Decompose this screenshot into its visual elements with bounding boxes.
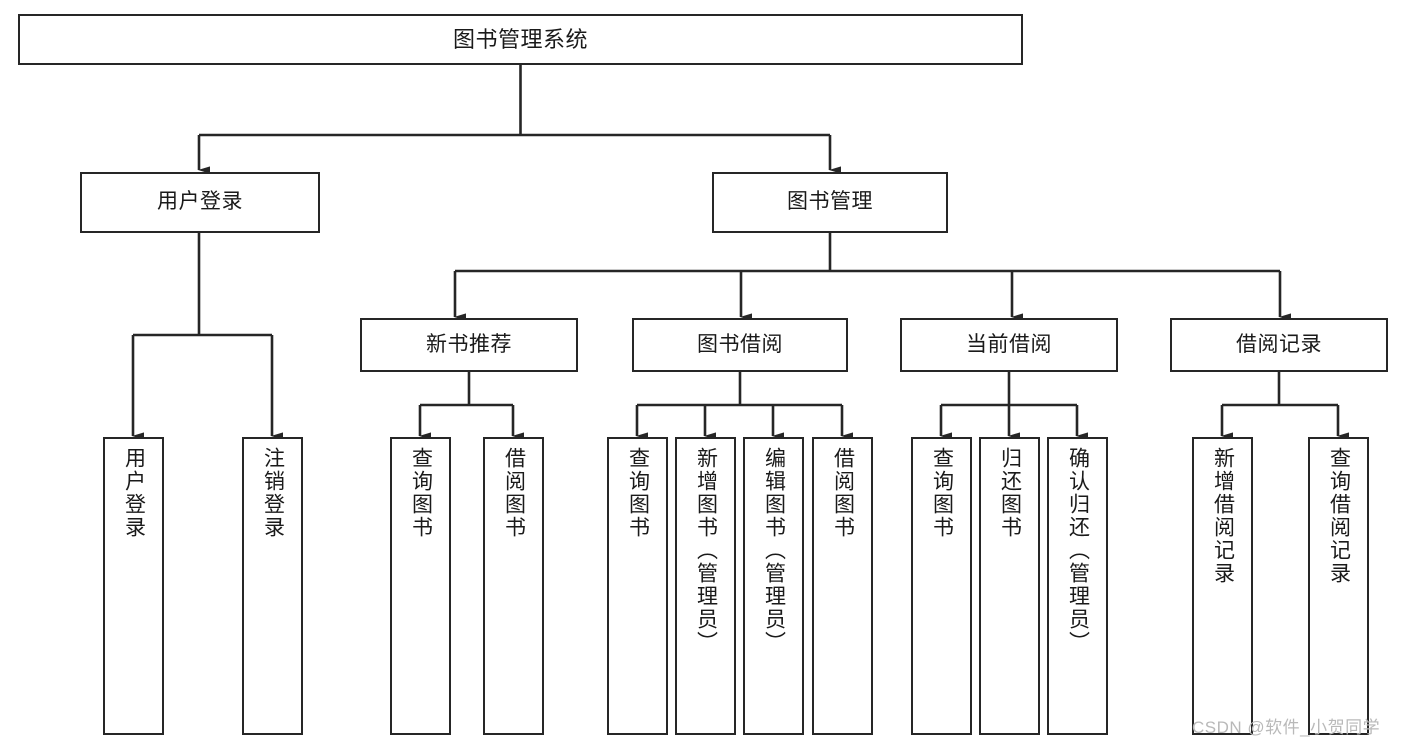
node-label: 新增图书（管理员） [694,447,718,654]
node-label: 查询图书 [409,447,433,539]
node-label: 查询图书 [930,447,954,539]
node-new-book-recommend[interactable]: 新书推荐 [360,318,578,372]
node-label: 编辑图书（管理员） [762,447,786,654]
leaf-logout[interactable]: 注销登录 [242,437,303,735]
csdn-watermark: CSDN @软件_小贺同学 [1192,718,1381,737]
leaf-return-book[interactable]: 归还图书 [979,437,1040,735]
node-book-borrow[interactable]: 图书借阅 [632,318,848,372]
leaf-user-login[interactable]: 用户登录 [103,437,164,735]
leaf-query-book-borrow[interactable]: 查询图书 [607,437,668,735]
node-label: 新增借阅记录 [1211,447,1235,585]
node-label: 借阅记录 [1236,332,1322,356]
node-label: 图书管理 [787,190,873,214]
leaf-add-borrow-record[interactable]: 新增借阅记录 [1192,437,1253,735]
node-label: 图书借阅 [697,332,783,356]
node-label: 借阅图书 [502,447,526,539]
node-label: 确认归还（管理员） [1066,447,1090,654]
node-label: 新书推荐 [426,332,512,356]
node-user-login[interactable]: 用户登录 [80,172,320,233]
leaf-add-book-admin[interactable]: 新增图书（管理员） [675,437,736,735]
leaf-borrow-book[interactable]: 借阅图书 [812,437,873,735]
leaf-edit-book-admin[interactable]: 编辑图书（管理员） [743,437,804,735]
leaf-query-book-recommend[interactable]: 查询图书 [390,437,451,735]
node-current-borrow[interactable]: 当前借阅 [900,318,1118,372]
node-root-book-management-system[interactable]: 图书管理系统 [18,14,1023,65]
node-label: 用户登录 [157,190,243,214]
node-label: 用户登录 [122,447,146,539]
node-label: 当前借阅 [966,332,1052,356]
node-borrow-record[interactable]: 借阅记录 [1170,318,1388,372]
node-label: 查询借阅记录 [1327,447,1351,585]
leaf-confirm-return-admin[interactable]: 确认归还（管理员） [1047,437,1108,735]
leaf-query-borrow-record[interactable]: 查询借阅记录 [1308,437,1369,735]
node-book-management[interactable]: 图书管理 [712,172,948,233]
node-label: 查询图书 [626,447,650,539]
node-label: 图书管理系统 [452,26,588,52]
node-label: 归还图书 [998,447,1022,539]
node-label: 注销登录 [261,447,285,539]
node-label: 借阅图书 [831,447,855,539]
leaf-borrow-book-recommend[interactable]: 借阅图书 [483,437,544,735]
leaf-query-book-current[interactable]: 查询图书 [911,437,972,735]
